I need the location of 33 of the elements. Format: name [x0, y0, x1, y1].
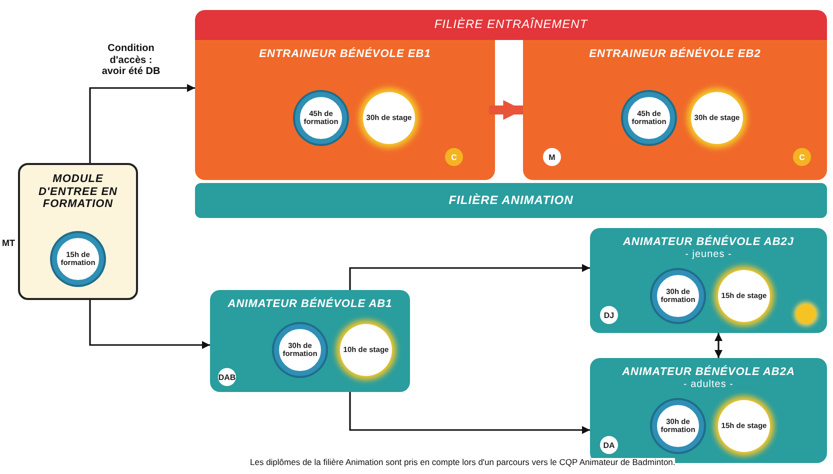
- badge: DA: [600, 436, 618, 454]
- module-box: [18, 163, 138, 300]
- level-subtitle: - adultes -: [682, 378, 734, 390]
- track-title: FILIÈRE ENTRAÎNEMENT: [433, 16, 589, 31]
- arrow: [89, 300, 210, 349]
- marker-dot: [796, 304, 816, 324]
- side-label: MT: [2, 238, 15, 248]
- level-title: ENTRAINEUR BÉNÉVOLE EB1: [258, 46, 432, 60]
- track-panel: [195, 10, 827, 178]
- level-title: ANIMATEUR BÉNÉVOLE AB2J: [622, 234, 796, 248]
- level-panel: [195, 40, 495, 180]
- badge: C: [445, 148, 463, 166]
- caption: Les diplômes de la filière Animation sont pris en compte lors d'un parcours vers le CQP Animateur de Badminton.: [250, 458, 676, 468]
- track-title: FILIÈRE ANIMATION: [448, 192, 574, 207]
- badge: DAB: [218, 368, 236, 386]
- badge: C: [793, 148, 811, 166]
- track-band: [195, 183, 827, 218]
- badge: M: [543, 148, 561, 166]
- box-title: MODULE D'ENTREE EN FORMATION: [37, 172, 118, 211]
- level-title: ANIMATEUR BÉNÉVOLE AB2A: [621, 364, 796, 378]
- level-panel: [590, 228, 827, 333]
- arrow: [349, 264, 590, 290]
- arrow: [89, 84, 195, 163]
- arrow: [714, 333, 722, 358]
- block-arrow: [489, 100, 523, 120]
- arrow: [349, 392, 590, 434]
- level-title: ANIMATEUR BÉNÉVOLE AB1: [226, 296, 394, 310]
- level-panel: [523, 40, 827, 180]
- level-title: ENTRAINEUR BÉNÉVOLE EB2: [588, 46, 762, 60]
- edge-label: Condition d'accès : avoir été DB: [100, 43, 162, 78]
- badge: DJ: [600, 306, 618, 324]
- level-subtitle: - jeunes -: [684, 248, 733, 260]
- level-panel: [210, 290, 410, 392]
